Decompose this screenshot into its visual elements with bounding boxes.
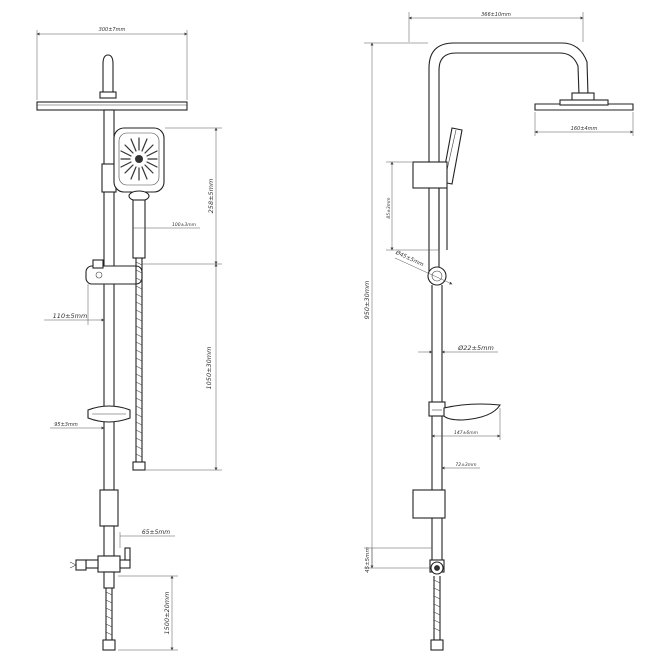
dim-arm-reach: 366±10mm: [481, 12, 511, 18]
front-view: 300±7mm 258±5mm 100±3mm 110±5mm 1050±30m…: [36, 27, 222, 651]
hose-front: [132, 258, 146, 471]
dim-head-width: 300±7mm: [99, 27, 126, 33]
dim-spout: 147±6mm: [454, 430, 479, 436]
dim-holder-gap: 85±3mm: [386, 197, 392, 219]
dim-diverter: Ø45±5mm: [394, 249, 425, 269]
dim-total-height: 950±30mm: [363, 281, 371, 320]
hand-shower-nozzles: [120, 137, 158, 181]
dim-hand-shower: 100±3mm: [172, 222, 197, 228]
dim-hose: 1500±20mm: [163, 592, 171, 635]
inlet-hose-side: [430, 576, 444, 651]
inlet-hose-front: [102, 588, 116, 651]
dim-soap-dish: 95±3mm: [54, 422, 78, 428]
dim-slide-rail: 1050±30mm: [205, 347, 213, 390]
dim-pipe: Ø22±5mm: [457, 344, 494, 352]
dim-head-to-holder: 258±5mm: [207, 179, 215, 214]
dim-inlet: 45±5mm: [365, 547, 371, 573]
mixing-valve-front: [69, 547, 131, 589]
dim-head-width-side: 160±4mm: [571, 126, 598, 132]
dim-valve: 65±5mm: [142, 529, 170, 536]
side-view: 366±10mm 160±4mm 85±3mm Ø45±5mm 950±30mm…: [363, 12, 634, 651]
dim-holder-offset: 110±5mm: [53, 312, 88, 320]
dim-shelf: 72±3mm: [455, 462, 477, 468]
